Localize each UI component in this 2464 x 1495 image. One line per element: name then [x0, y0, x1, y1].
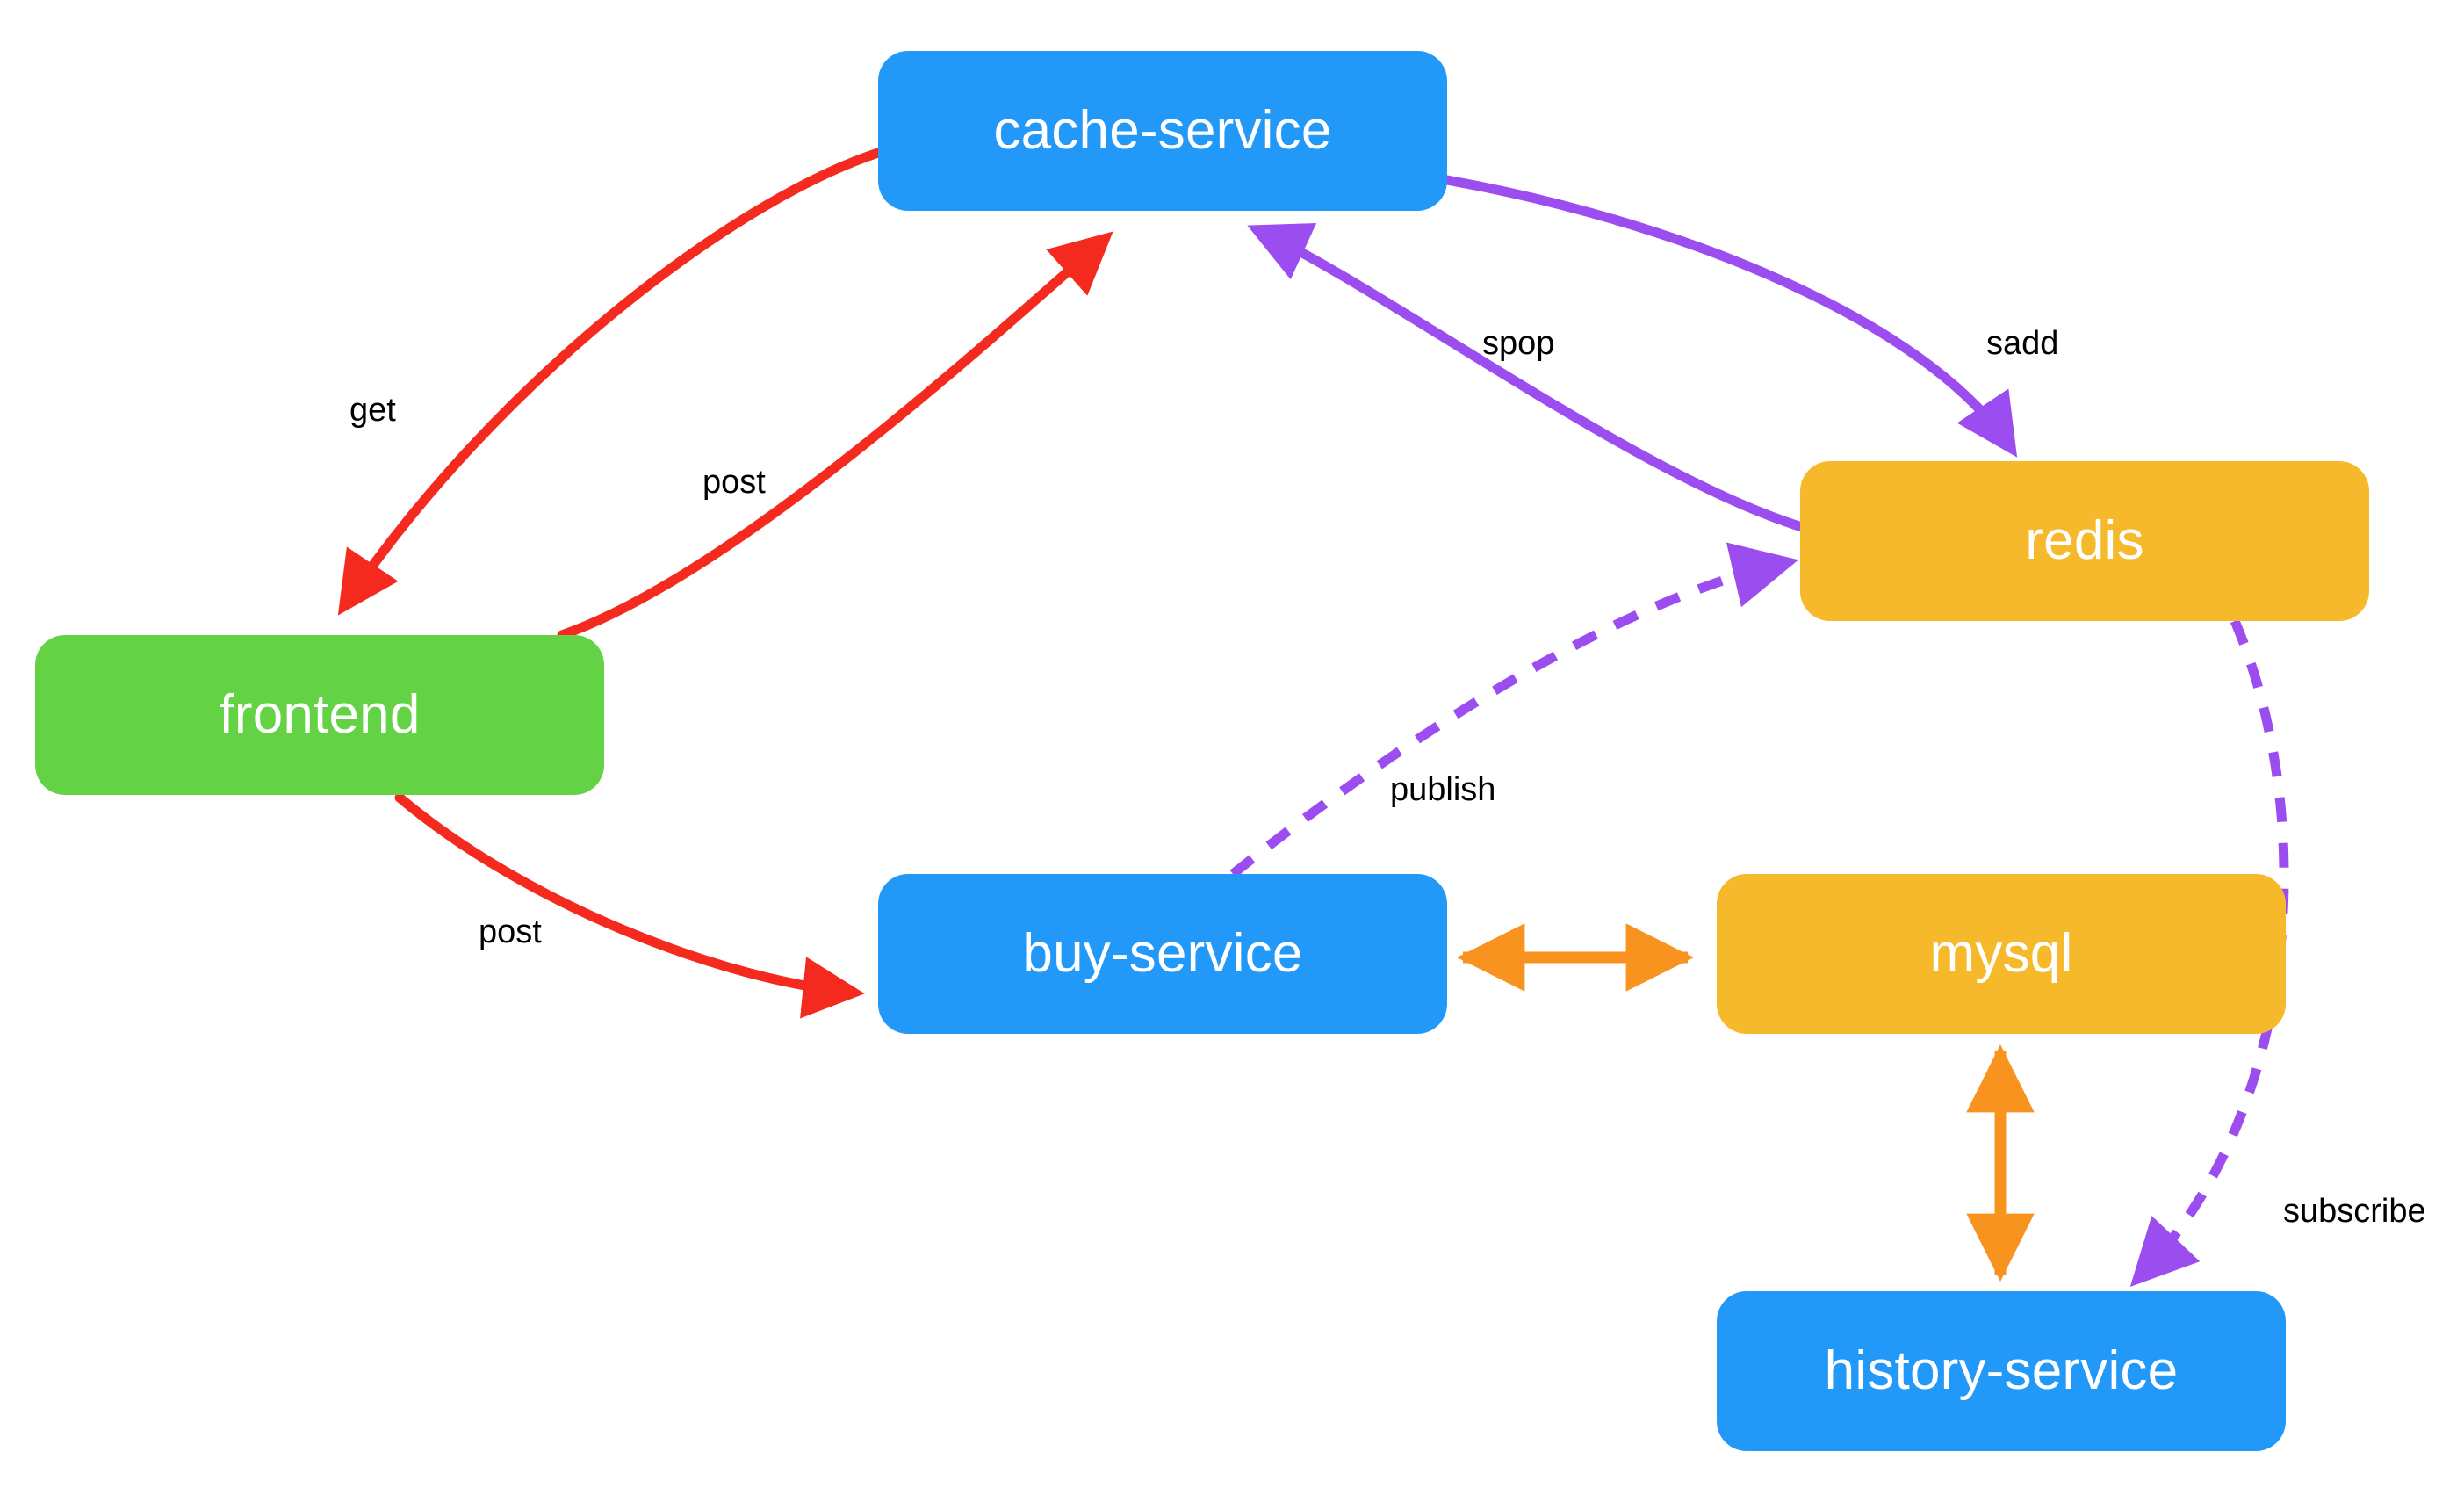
node-frontend[interactable]: frontend	[35, 635, 604, 795]
node-label-mysql: mysql	[1929, 923, 2073, 984]
node-mysql[interactable]: mysql	[1717, 874, 2286, 1034]
edge-frontend-to-cache	[557, 231, 1113, 640]
edge-label-post-buy: post	[479, 914, 542, 950]
node-buy-service[interactable]: buy-service	[878, 874, 1447, 1034]
edge-redis-to-cache	[1247, 223, 1807, 532]
node-label-buy-service: buy-service	[1022, 923, 1303, 984]
edge-label-spop: spop	[1482, 325, 1555, 362]
node-label-cache-service: cache-service	[993, 100, 1332, 161]
node-label-history-service: history-service	[1824, 1340, 2179, 1401]
edge-cache-to-redis	[1442, 175, 2018, 458]
edge-buy-to-redis	[1229, 542, 1799, 878]
node-label-redis: redis	[2025, 510, 2144, 571]
edge-frontend-to-buy	[394, 792, 865, 1019]
edge-label-post-cache: post	[702, 464, 766, 501]
node-redis[interactable]: redis	[1800, 461, 2369, 621]
edge-label-sadd: sadd	[1986, 325, 2059, 362]
edge-label-subscribe: subscribe	[2283, 1193, 2426, 1230]
edge-label-get: get	[349, 392, 396, 429]
edge-cache-to-frontend	[337, 148, 883, 616]
edge-label-publish: publish	[1390, 771, 1496, 808]
node-cache-service[interactable]: cache-service	[878, 51, 1447, 211]
node-label-frontend: frontend	[219, 684, 421, 745]
node-history-service[interactable]: history-service	[1717, 1291, 2286, 1451]
